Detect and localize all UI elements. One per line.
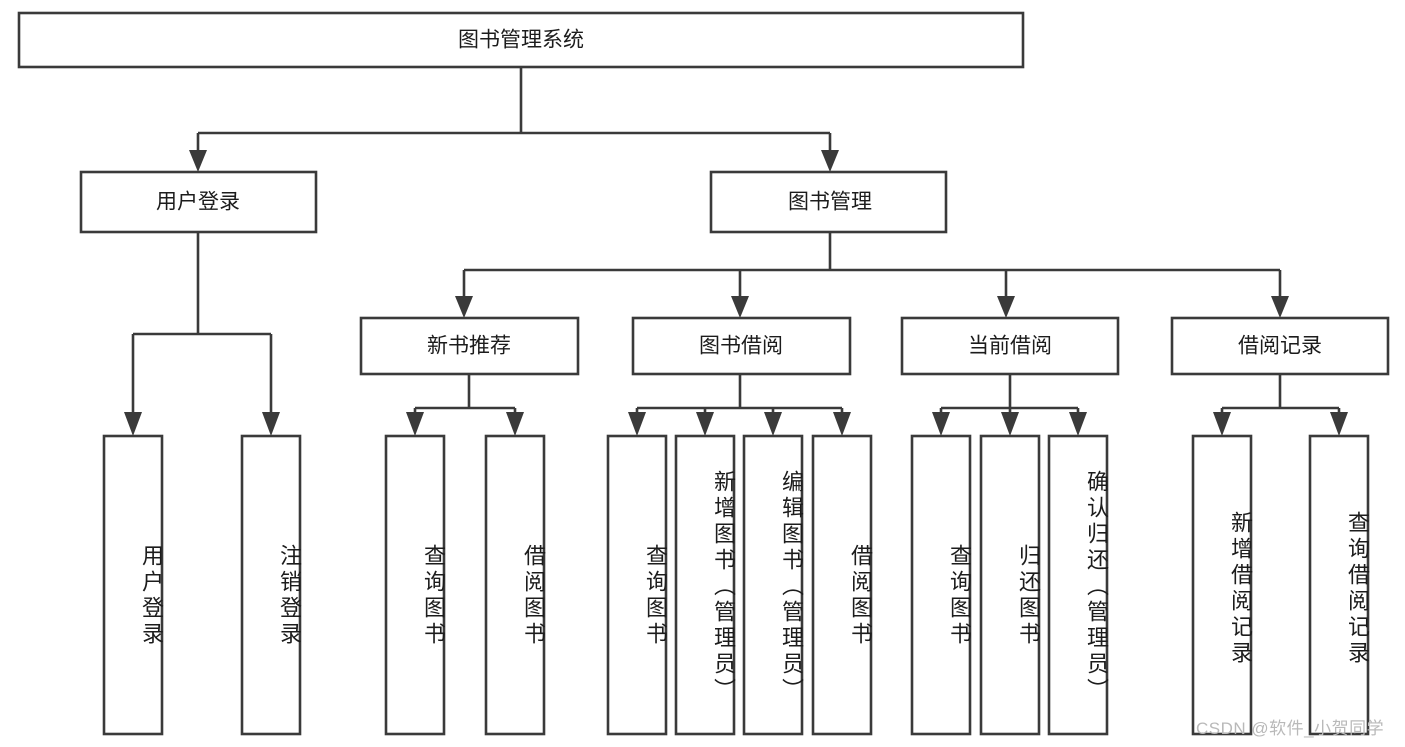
node-new-book-recommend-label: 新书推荐 (427, 335, 511, 358)
arrow-to-leaf-logout (262, 412, 280, 436)
arrow-to-leaf-confirm-return (1069, 412, 1087, 436)
leaf-rect-user-login[interactable] (102, 434, 164, 736)
node-user-login[interactable]: 用户登录 (79, 170, 318, 234)
leaf-boxes (102, 434, 1370, 736)
leaf-rect-add-book[interactable] (674, 434, 736, 736)
edges-borrowrecord-to-leaves (1213, 374, 1348, 436)
node-current-borrow-rect[interactable] (900, 316, 1120, 376)
node-book-manage[interactable]: 图书管理 (709, 170, 948, 234)
node-new-book-recommend[interactable]: 新书推荐 (359, 316, 580, 376)
arrow-to-leaf-query-book-a (406, 412, 424, 436)
node-new-book-recommend-rect[interactable] (359, 316, 580, 376)
leaf-rect-borrow-book-a[interactable] (484, 434, 546, 736)
arrow-to-new-book-recommend (455, 296, 473, 318)
edges-book-manage-to-level3 (455, 232, 1289, 318)
node-borrow-record-rect[interactable] (1170, 316, 1390, 376)
node-root-label: 图书管理系统 (458, 29, 584, 52)
arrow-to-leaf-query-book-c (932, 412, 950, 436)
node-current-borrow-label: 当前借阅 (968, 335, 1052, 358)
arrow-to-leaf-borrow-book-b (833, 412, 851, 436)
arrow-to-leaf-return-book (1001, 412, 1019, 436)
leaf-rect-add-record[interactable] (1191, 434, 1253, 736)
node-user-login-label: 用户登录 (156, 191, 240, 214)
node-book-manage-rect[interactable] (709, 170, 948, 234)
csdn-watermark: CSDN @软件_小贺同学 (1196, 719, 1385, 738)
arrow-to-borrow-record (1271, 296, 1289, 318)
leaf-rect-return-book[interactable] (979, 434, 1041, 736)
arrow-to-leaf-add-record (1213, 412, 1231, 436)
node-current-borrow[interactable]: 当前借阅 (900, 316, 1120, 376)
leaf-rect-query-book-a[interactable] (384, 434, 446, 736)
leaf-rect-edit-book[interactable] (742, 434, 804, 736)
arrow-to-book-borrow (731, 296, 749, 318)
leaf-rect-logout[interactable] (240, 434, 302, 736)
node-book-borrow[interactable]: 图书借阅 (631, 316, 852, 376)
leaf-rect-borrow-book-b[interactable] (811, 434, 873, 736)
node-user-login-rect[interactable] (79, 170, 318, 234)
leaf-rect-query-book-c[interactable] (910, 434, 972, 736)
arrow-to-leaf-query-book-b (628, 412, 646, 436)
edges-newbook-to-leaves (406, 374, 524, 436)
arrow-to-leaf-user-login (124, 412, 142, 436)
edges-user-login-to-leaves (124, 232, 280, 436)
edges-bookborrow-to-leaves (628, 374, 851, 436)
leaf-rect-confirm-return[interactable] (1047, 434, 1109, 736)
node-borrow-record[interactable]: 借阅记录 (1170, 316, 1390, 376)
leaf-rect-query-record[interactable] (1308, 434, 1370, 736)
edges-currentborrow-to-leaves (932, 374, 1087, 436)
node-book-manage-label: 图书管理 (788, 191, 872, 214)
arrow-to-current-borrow (997, 296, 1015, 318)
edges-root-to-level2 (189, 67, 839, 172)
arrow-to-leaf-add-book (696, 412, 714, 436)
arrow-to-leaf-query-record (1330, 412, 1348, 436)
leaf-rect-query-book-b[interactable] (606, 434, 668, 736)
node-root[interactable]: 图书管理系统 (17, 11, 1025, 69)
arrow-to-user-login (189, 150, 207, 172)
node-book-borrow-rect[interactable] (631, 316, 852, 376)
node-book-borrow-label: 图书借阅 (699, 335, 783, 358)
node-root-rect[interactable] (17, 11, 1025, 69)
node-borrow-record-label: 借阅记录 (1238, 335, 1322, 358)
arrow-to-book-manage (821, 150, 839, 172)
arrow-to-leaf-edit-book (764, 412, 782, 436)
arrow-to-leaf-borrow-book-a (506, 412, 524, 436)
